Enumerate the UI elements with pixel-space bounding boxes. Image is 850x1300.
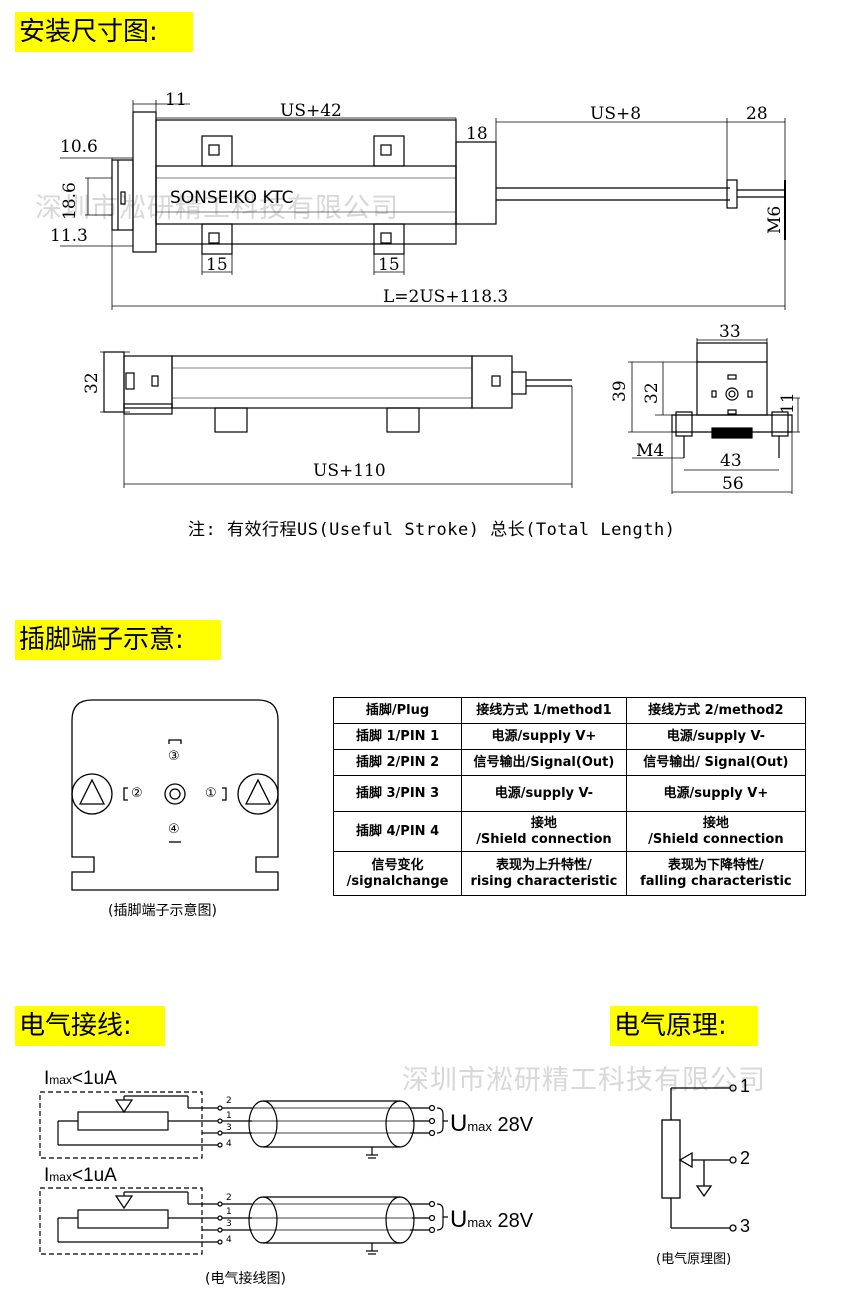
dim-us110: US+110 — [313, 461, 386, 481]
header-pins: 插脚端子示意: — [15, 620, 221, 660]
table-cell: 信号输出/Signal(Out) — [461, 749, 627, 776]
header-principle: 电气原理: — [610, 1006, 758, 1046]
header-wiring: 电气接线: — [15, 1006, 165, 1046]
brand-label: SONSEIKO KTC — [170, 188, 294, 208]
install-drawing-top — [60, 100, 786, 310]
table-cell: 插脚 4/PIN 4 — [332, 811, 463, 852]
imax-label-2: Imax<1uA — [44, 1165, 117, 1186]
table-cell: 接线方式 1/method1 — [461, 697, 627, 724]
principle-pin-3: 3 — [740, 1216, 751, 1236]
dim-18: 18 — [466, 124, 488, 144]
term-4-a: 4 — [226, 1139, 232, 1149]
table-cell: 接地 /Shield connection — [461, 811, 627, 852]
dim-end-56: 56 — [722, 474, 744, 494]
watermark-bottom: 深圳市淞研精工科技有限公司 — [402, 1065, 766, 1096]
dim-end-43: 43 — [720, 451, 742, 471]
table-cell: 接地 /Shield connection — [625, 811, 807, 852]
dim-us42: US+42 — [280, 101, 342, 121]
dim-10-6: 10.6 — [60, 137, 98, 157]
table-cell: 接线方式 2/method2 — [625, 697, 807, 724]
table-cell: 电源/supply V+ — [625, 775, 807, 812]
term-1-a: 1 — [226, 1111, 232, 1121]
umax-label-1: Umax 28V — [450, 1110, 534, 1137]
pin-diagram-caption: (插脚端子示意图) — [108, 903, 217, 919]
dim-28: 28 — [746, 104, 768, 124]
pin-label-4: ④ — [168, 822, 180, 837]
term-4-b: 4 — [226, 1235, 232, 1245]
principle-caption: (电气原理图) — [656, 1252, 732, 1267]
term-2-b: 2 — [226, 1193, 232, 1203]
dim-end-33: 33 — [719, 322, 741, 342]
imax-label-1: Imax<1uA — [44, 1068, 117, 1089]
watermark-top: 深圳市淞研精工科技有限公司 — [35, 193, 399, 224]
dim-end-m4: M4 — [636, 441, 665, 461]
wiring-caption: (电气接线图) — [205, 1271, 286, 1287]
pin-diagram — [71, 699, 279, 891]
umax-label-2: Umax 28V — [450, 1206, 534, 1233]
term-2-a: 2 — [226, 1096, 232, 1106]
dim-11-top: 11 — [165, 90, 187, 110]
table-cell: 插脚 1/PIN 1 — [332, 723, 463, 750]
table-cell: 电源/supply V+ — [461, 723, 627, 750]
table-cell: 表现为下降特性/ falling characteristic — [625, 851, 807, 896]
table-cell: 电源/supply V- — [625, 723, 807, 750]
install-drawing-side — [100, 351, 573, 488]
principle-pin-2: 2 — [740, 1148, 751, 1168]
header-install: 安装尺寸图: — [15, 12, 193, 52]
pin-label-3: ③ — [168, 749, 180, 764]
table-cell: 插脚/Plug — [332, 697, 463, 724]
pin-label-1: ① — [205, 786, 217, 801]
dim-15-right: 15 — [378, 255, 400, 275]
term-3-b: 3 — [226, 1219, 232, 1229]
table-cell: 信号输出/ Signal(Out) — [625, 749, 807, 776]
pin-label-2: ② — [131, 786, 143, 801]
table-cell: 插脚 2/PIN 2 — [332, 749, 463, 776]
dim-11-3: 11.3 — [50, 226, 88, 246]
stroke-note: 注: 有效行程US(Useful Stroke) 总长(Total Length… — [188, 520, 676, 540]
dim-total-length: L=2US+118.3 — [383, 287, 509, 307]
term-3-a: 3 — [226, 1123, 232, 1133]
term-1-b: 1 — [226, 1207, 232, 1217]
principle-pin-1: 1 — [740, 1076, 751, 1096]
dim-us8: US+8 — [590, 104, 642, 124]
table-cell: 信号变化 /signalchange — [332, 851, 463, 896]
dim-15-left: 15 — [206, 255, 228, 275]
install-drawing-end — [628, 338, 800, 494]
